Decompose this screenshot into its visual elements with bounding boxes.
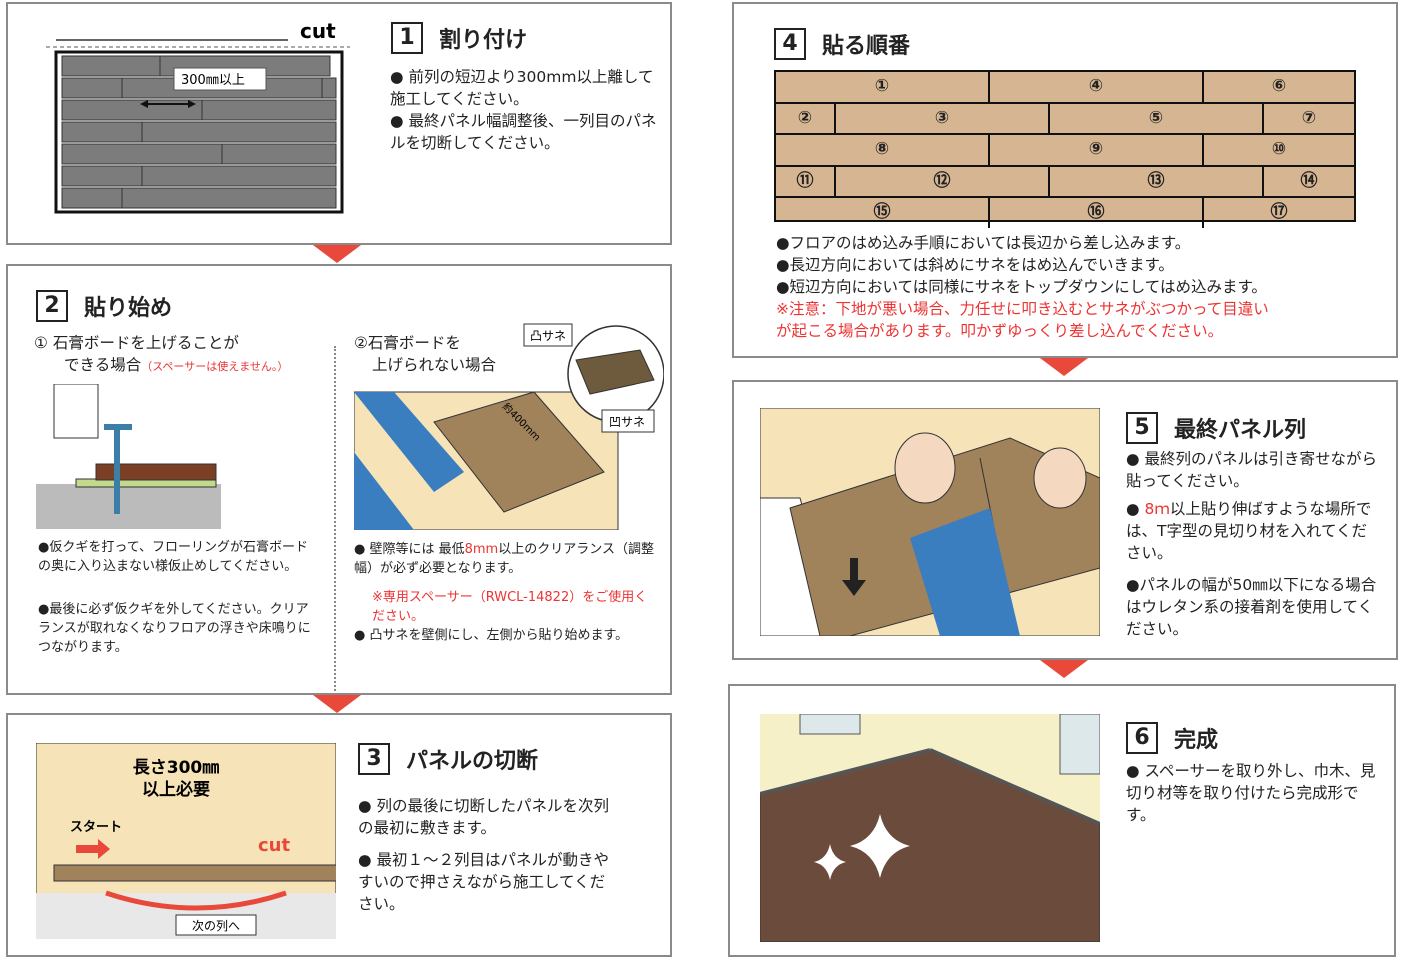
section-3-bullet-2: ● 最初１～２列目はパネルが動きやすいので押さえながら施工してください。 [358,851,609,913]
section-2-heading: 貼り始め [84,296,173,321]
arrow-down-5 [1040,660,1088,678]
section-1-title: 1 割り付け [391,22,527,54]
section-5-heading: 最終パネル列 [1174,418,1307,443]
section-2-panel: 2 貼り始め ① 石膏ボードを上げることが できる場合（スペーサーは使えません。… [6,264,672,695]
section-4-number: 4 [774,28,806,60]
section-1-bullet-2: ● 最終パネル幅調整後、一列目のパネルを切断してください。 [390,112,657,152]
section-5-number: 5 [1126,412,1158,444]
section-3-number: 3 [358,743,390,775]
tongue-label: 凸サネ [530,329,566,343]
section-4-title: 4 貼る順番 [774,28,910,60]
panel-order-cell: ⑥ [1271,76,1287,96]
panel-order-cell: ⑩ [1271,139,1287,160]
section-1-panel: cut 300㎜以上 1 割り付け ● 前列の短辺より300mm以上離して施工し… [6,2,672,245]
section-6-heading: 完成 [1174,728,1219,753]
case-1-text-1: ●仮クギを打って、フローリングが石膏ボードの奥に入り込まない様仮止めしてください… [38,540,309,574]
section-2-title: 2 貼り始め [36,290,172,322]
section-3-title: 3 パネルの切断 [358,743,538,775]
section-2-number: 2 [36,290,68,322]
section-5-title: 5 最終パネル列 [1126,412,1306,444]
section-1-bullet-1: ● 前列の短辺より300mm以上離して施工してください。 [390,68,654,108]
section-6-panel: 6 完成 ● スペーサーを取り外し、巾木、見切り材等を取り付けたら完成形です。 [728,684,1396,957]
panel-order-cell: ⑬ [1050,166,1264,197]
length-300-label: 長さ300㎜ [133,758,220,778]
section-4-note-1: ※注意：下地が悪い場合、力任せに叩き込むとサネがぶつかって目違い [776,300,1269,318]
layout-illustration: cut 300㎜以上 [46,19,350,214]
completed-room-illustration [760,714,1100,942]
panel-order-cell: ⑧ [776,135,990,165]
section-5-bullet-2: ● 8ｍ以上貼り伸ばすような場所では、T字型の見切り材を入れてください。 [1126,500,1372,562]
final-row-illustration [760,408,1100,636]
arrow-down-4 [1040,358,1088,376]
case-2-heading: ②石膏ボードを 上げられない場合 [354,332,554,376]
panel-order-cell: ⑫ [836,166,1050,197]
panel-order-cell: ⑪ [776,166,836,197]
section-3-heading: パネルの切断 [406,749,539,774]
section-5-panel: 5 最終パネル列 ● 最終列のパネルは引き寄せながら貼ってください。 ● 8ｍ以… [732,380,1398,660]
section-6-title: 6 完成 [1126,722,1218,754]
cut-label: cut [300,19,336,43]
case-2-note: ※専用スペーサー（RWCL-14822）をご使用ください。 [372,590,648,624]
section-3-bullet-1: ● 列の最後に切断したパネルを次列の最初に敷きます。 [358,797,609,837]
section-4-heading: 貼る順番 [822,34,911,59]
case-1-text-2: ●最後に必ず仮クギを外してください。クリアランスが取れなくなりフロアの浮きや床鳴… [38,602,311,655]
section-4-text-1: ●フロアのはめ込み手順においては長辺から差し込みます。 [776,234,1191,252]
section-4-note-2: が起こる場合があります。叩かずゆっくり差し込んでください。 [776,322,1224,340]
arrow-down-2 [313,695,361,713]
panel-order-cell: ① [776,72,990,102]
next-row-label: 次の列へ [192,919,240,933]
column-divider [334,346,336,691]
cutting-illustration: 長さ300㎜ 以上必要 スタート cut 次の列へ [36,743,336,939]
required-label: 以上必要 [142,779,210,800]
case-1-heading: ① 石膏ボードを上げることが できる場合（スペーサーは使えません。） [34,332,344,378]
groove-label: 凹サネ [609,415,645,429]
panel-order-cell: ④ [990,72,1204,102]
panel-order-cell: ⑦ [1301,107,1317,128]
section-6-number: 6 [1126,722,1158,754]
section-1-number: 1 [391,22,423,54]
section-4-text-3: ●短辺方向においては同様にサネをトップダウンにしてはめ込みます。 [776,278,1267,296]
case-1-line-2: できる場合 [64,356,142,374]
case-2-text-2: ● 凸サネを壁側にし、左側から貼り始めます。 [354,628,629,643]
start-label: スタート [70,820,122,835]
section-5-bullet-1: ● 最終列のパネルは引き寄せながら貼ってください。 [1126,450,1377,490]
case-2-line-1: ②石膏ボードを [354,334,461,352]
panel-order-cell: ⑰ [1270,202,1288,223]
panel-order-cell: ⑤ [1050,103,1264,134]
case-2-line-2: 上げられない場合 [372,356,497,374]
panel-order-cell: ⑭ [1300,170,1318,191]
case-2-text-1: ● 壁際等には 最低8mm以上のクリアランス（調整幅）が必ず必要となります。 [354,542,654,576]
case-1-note: （スペーサーは使えません。） [141,360,289,373]
cut-label: cut [258,835,290,856]
drywall-fixed-illustration: 約400mm 凸サネ 凹サネ [354,323,664,530]
panel-order-cell: ⑨ [990,135,1204,165]
arrow-down-1 [313,245,361,263]
panel-order-cell: ⑯ [990,198,1204,228]
section-1-heading: 割り付け [439,28,528,53]
panel-order-cell: ② [776,103,836,134]
dimension-label: 300㎜以上 [181,73,245,88]
case-1-line-1: ① 石膏ボードを上げることが [34,334,239,352]
panel-order-cell: ③ [836,103,1050,134]
panel-order-cell: ⑮ [776,198,990,228]
section-4-text-2: ●長辺方向においては斜めにサネをはめ込んでいきます。 [776,256,1174,274]
section-5-bullet-3: ●パネルの幅が50㎜以下になる場合はウレタン系の接着剤を使用してください。 [1126,576,1377,638]
section-6-bullet-1: ● スペーサーを取り外し、巾木、見切り材等を取り付けたら完成形です。 [1126,762,1376,824]
section-3-panel: 長さ300㎜ 以上必要 スタート cut 次の列へ 3 パネルの切断 ● 列の最… [6,713,672,957]
drywall-raised-illustration [36,384,221,529]
